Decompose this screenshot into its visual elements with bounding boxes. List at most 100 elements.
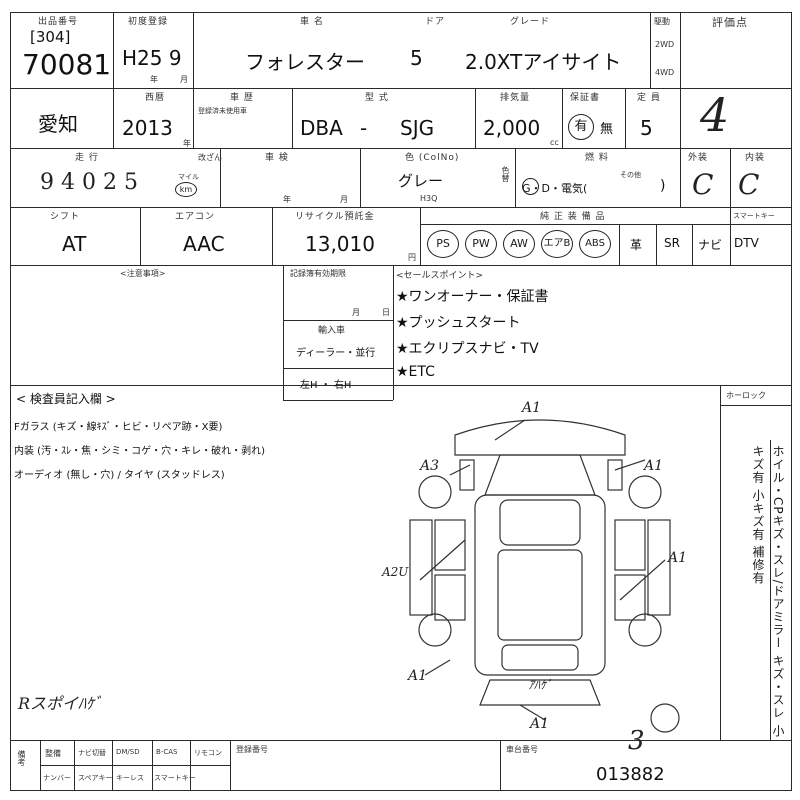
lot-code: [304]: [30, 28, 71, 46]
history-label: 車 歴: [230, 93, 254, 103]
diagram-mark: A2U: [382, 565, 409, 579]
sales-point: ★エクリプスナビ・TV: [396, 341, 539, 357]
warranty-no: 無: [600, 122, 614, 137]
score-value: 4: [700, 88, 730, 142]
shift: AT: [62, 232, 87, 256]
car-name: フォレスター: [245, 50, 365, 74]
meter-label: 改ざん: [198, 153, 222, 162]
door-label: ドア: [425, 17, 446, 27]
car-name-label: 車 名: [300, 17, 324, 27]
handwritten-note: Rスポイﾊｹﾞ: [18, 694, 103, 713]
mileage-unit2: マイル: [178, 173, 199, 181]
year-unit: 年: [150, 75, 158, 84]
diagram-mark: A3: [420, 458, 440, 474]
diagram-mark: A1: [522, 400, 542, 416]
interior-label: 内装: [745, 153, 766, 163]
interior-grade: C: [738, 168, 760, 201]
dealer-parallel: ディーラー・並行: [296, 348, 376, 359]
model-year-suffix: 年: [183, 139, 191, 148]
footer-label: DM/SD: [116, 748, 140, 756]
record-label: 記録簿有効期限: [290, 269, 346, 278]
frame-label: 車台番号: [506, 745, 538, 754]
recycle: 13,010: [305, 232, 375, 256]
record-day: 日: [382, 308, 390, 317]
equip-abs: ABS: [579, 230, 611, 258]
mileage-label: 走 行: [75, 153, 99, 163]
drive-2wd: 2WD: [655, 40, 675, 49]
yen-unit: 円: [408, 253, 416, 262]
drive-label: 駆動: [654, 17, 670, 26]
footer-label: スペアキー: [78, 774, 113, 782]
record-month: 月: [352, 308, 360, 317]
car-diagram: [409, 419, 680, 733]
reg-number-label: 登録番号: [236, 745, 268, 754]
cc-unit: cc: [550, 138, 559, 147]
diagram-mark: A1: [644, 458, 664, 474]
exterior-grade: C: [692, 168, 714, 201]
equipment-label: 純 正 装 備 品: [540, 212, 606, 222]
glass-line: Fガラス (キズ・線ｷｽﾞ・ヒビ・リペア跡・X要): [14, 422, 223, 433]
diagram-mark: A1: [668, 550, 688, 566]
diagram-mark: A1: [530, 716, 550, 732]
color-change-label: 色替: [501, 166, 510, 182]
sales-point: ★ETC: [396, 364, 435, 380]
mileage: 9 4 0 2 5: [40, 170, 138, 195]
first-reg: H25 9: [122, 46, 182, 70]
grade: 2.0XTアイサイト: [465, 50, 622, 74]
ac: AAC: [183, 232, 225, 256]
inspection-month-unit: 月: [340, 195, 348, 204]
footer-label: ナンバー: [43, 774, 71, 782]
inspection-label: 車 検: [265, 153, 289, 163]
type-dash: -: [360, 116, 368, 140]
inspection-year-unit: 年: [283, 195, 291, 204]
warranty-yes: 有: [568, 114, 594, 140]
recycle-label: リサイクル預託金: [295, 212, 375, 222]
equip-pw: PW: [465, 230, 497, 258]
first-reg-label: 初度登録: [128, 17, 169, 27]
color-label: 色 (ColNo): [405, 153, 460, 163]
ac-label: エアコン: [175, 212, 216, 222]
capacity: 5: [640, 116, 653, 140]
month-unit: 月: [180, 75, 188, 84]
footer-row-label: 備考: [17, 750, 26, 766]
equip-sr: SR: [664, 236, 680, 250]
grade-label: グレード: [510, 17, 551, 27]
drive-4wd: 4WD: [655, 68, 675, 77]
equip-navi: ナビ: [698, 238, 723, 252]
displacement: 2,000: [483, 116, 541, 140]
caution-label: <注意事項>: [120, 269, 166, 278]
type-label: 型 式: [365, 93, 389, 103]
fuel-close: ): [660, 178, 666, 194]
doors: 5: [410, 46, 423, 70]
equip-ps: PS: [427, 230, 459, 258]
type-code: SJG: [400, 116, 435, 140]
wheel-mirror-notes: ホイル・CPキズ・スレ/ドアミラー キズ・スレ 小キズ有 小キズ有 補修有: [751, 445, 785, 738]
diagram-mark: ｱﾊｹﾞ: [528, 678, 553, 692]
footer-label: ナビ切替: [78, 749, 106, 757]
color-code: H3Q: [420, 194, 438, 203]
shift-label: シフト: [50, 212, 81, 222]
footer-label: B-CAS: [156, 748, 178, 756]
footer-label: キーレス: [116, 774, 144, 782]
lot-label: 出品番号: [38, 17, 79, 27]
displacement-label: 排気量: [500, 93, 531, 103]
exterior-label: 外装: [688, 153, 709, 163]
handle-side: 左H ・ 右H: [300, 380, 352, 391]
history-sub: 登録済未使用車: [198, 107, 247, 115]
model-year-label: 西暦: [145, 93, 166, 103]
footer-label: スマートキー: [154, 774, 196, 782]
mileage-unit: km: [175, 182, 197, 197]
equip-dtv: DTV: [734, 236, 759, 250]
sales-label: <セールスポイント>: [396, 271, 484, 281]
sales-point: ★プッシュスタート: [396, 315, 521, 331]
inspection-title: < 検査員記入欄 >: [16, 392, 116, 406]
footer-label: リモコン: [194, 749, 222, 757]
region: 愛知: [38, 112, 78, 136]
lot-number: 70081: [22, 48, 112, 81]
warranty-label: 保証書: [570, 93, 601, 103]
equip-leather: 革: [630, 238, 643, 252]
fuel-other: その他: [620, 171, 641, 179]
type-prefix: DBA: [300, 116, 343, 140]
model-year: 2013: [122, 116, 173, 140]
sales-point: ★ワンオーナー・保証書: [396, 289, 549, 305]
